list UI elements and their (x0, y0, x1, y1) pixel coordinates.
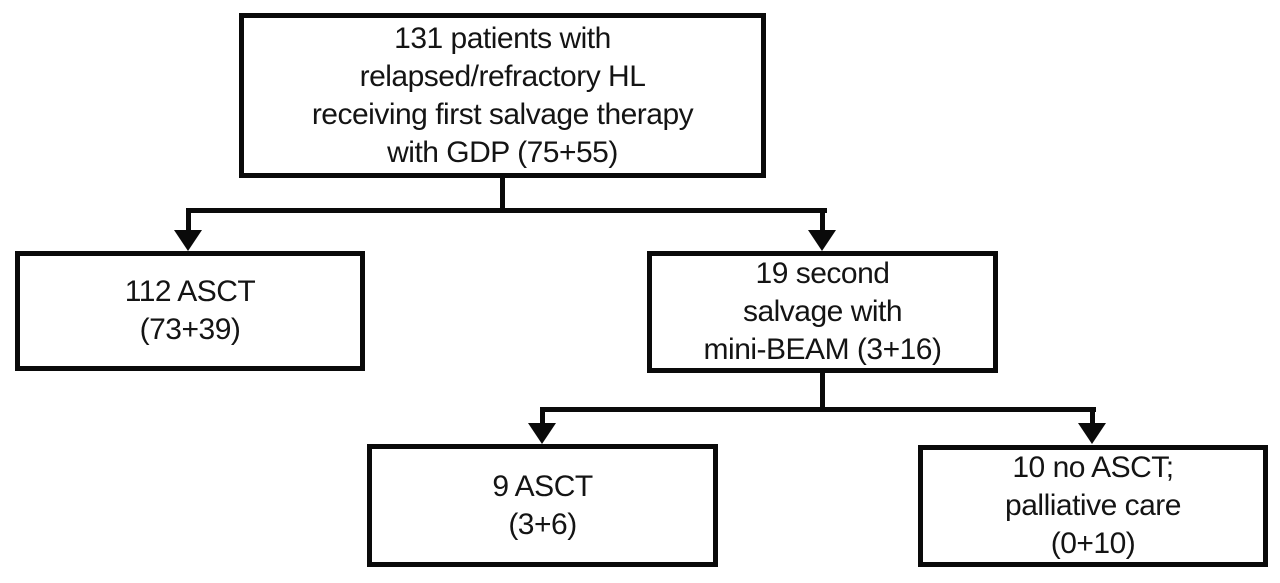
node-text-line: 131 patients with (394, 21, 611, 55)
node-text-line: receiving first salvage therapy (311, 97, 694, 131)
node-text-line: with GDP (75+55) (387, 135, 618, 169)
connector-salvage-horizontal (540, 407, 1096, 412)
node-text-line: relapsed/refractory HL (359, 59, 646, 93)
node-text-line: mini-BEAM (3+16) (703, 333, 942, 366)
node-asct-9: 9 ASCT (3+6) (367, 444, 718, 567)
node-text-line: salvage with (742, 295, 903, 328)
node-text-line: 19 second (755, 257, 890, 290)
node-text-line: (3+6) (508, 507, 577, 541)
node-text-line: (0+10) (1050, 527, 1136, 560)
arrowhead-to-asct112-icon (174, 230, 202, 251)
connector-root-stem (500, 176, 505, 213)
connector-root-drop-right (820, 208, 825, 235)
node-text-line: palliative care (1005, 489, 1181, 522)
node-text-line: 10 no ASCT; (1012, 451, 1174, 484)
arrowhead-to-noasct10-icon (1078, 423, 1106, 444)
node-no-asct-palliative-10: 10 no ASCT; palliative care (0+10) (918, 445, 1268, 567)
arrowhead-to-salvage19-icon (808, 230, 836, 251)
connector-salvage-stem (820, 371, 825, 412)
connector-root-horizontal (186, 208, 827, 213)
node-text-line: 112 ASCT (124, 275, 256, 308)
connector-root-drop-left (186, 208, 191, 235)
node-text-line: (73+39) (139, 313, 241, 346)
node-text-line: 9 ASCT (492, 469, 593, 503)
connector-salvage-drop-left (540, 407, 545, 426)
node-root-patients: 131 patients with relapsed/refractory HL… (239, 13, 766, 178)
connector-salvage-drop-right (1090, 407, 1095, 426)
node-asct-112: 112 ASCT (73+39) (15, 251, 365, 371)
arrowhead-to-asct9-icon (528, 423, 556, 444)
node-second-salvage-19: 19 second salvage with mini-BEAM (3+16) (647, 251, 998, 373)
